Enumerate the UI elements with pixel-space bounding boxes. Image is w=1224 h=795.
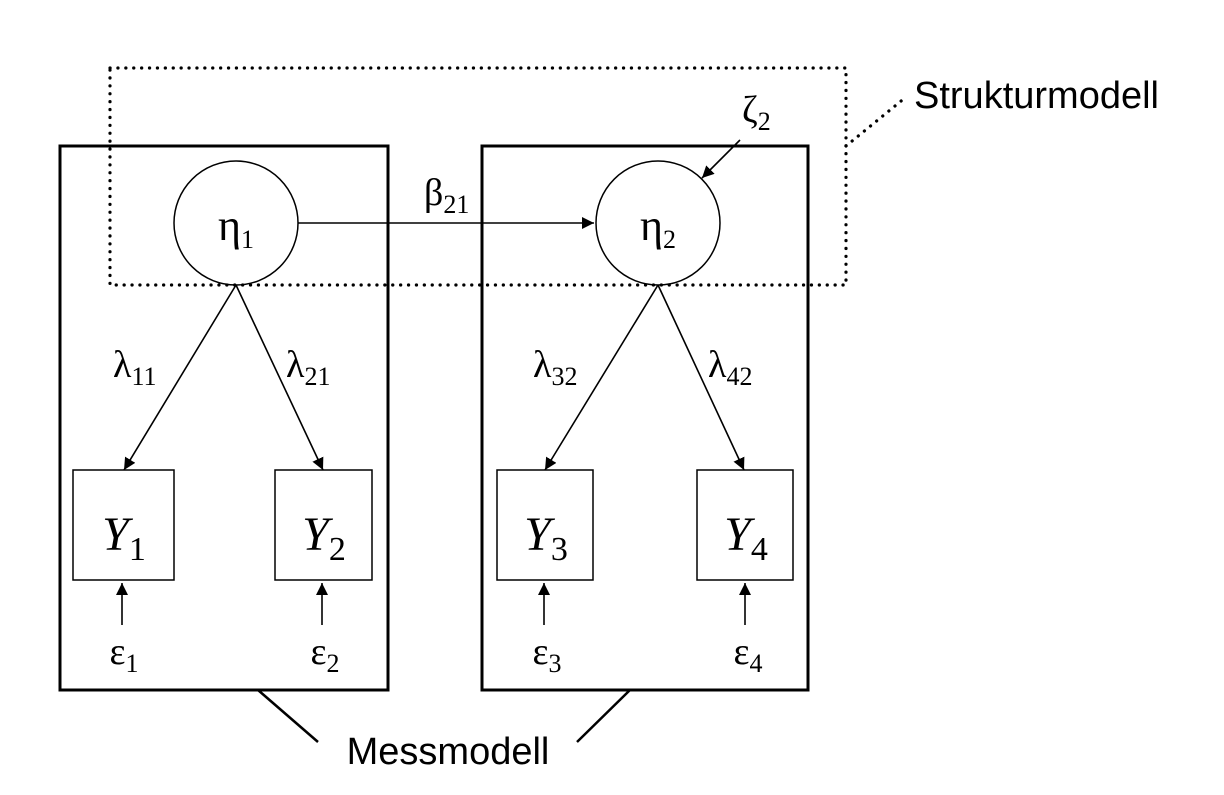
measurement-model-label: Messmodell	[347, 731, 550, 773]
measurement-box-left	[58, 144, 390, 692]
error-label-2: ε2	[311, 631, 340, 678]
disturbance-label: ζ2	[742, 89, 771, 136]
indicator-label-y4: Y4	[724, 508, 768, 568]
loading-arrow-32	[544, 284, 659, 471]
disturbance-arrow	[701, 139, 741, 179]
latent-eta1-label: η1	[218, 201, 254, 254]
indicator-box-y1	[72, 469, 175, 581]
path-beta21-label: β21	[424, 172, 469, 219]
structural-model-region	[108, 66, 848, 287]
loading-label-21: λ21	[286, 344, 330, 391]
structural-model-leader	[844, 95, 908, 148]
measurement-box-right	[480, 144, 810, 692]
indicator-box-y2	[274, 469, 373, 581]
indicator-box-y4	[696, 469, 794, 581]
latent-eta2-label: η2	[640, 201, 676, 254]
loading-arrow-42	[657, 284, 745, 471]
measurement-leader-right	[576, 689, 631, 743]
loading-label-32: λ32	[533, 344, 577, 391]
loading-arrow-21	[235, 284, 324, 471]
error-label-3: ε3	[533, 631, 562, 678]
error-label-1: ε1	[110, 631, 139, 678]
indicator-label-y1: Y1	[102, 508, 146, 568]
measurement-leader-left	[257, 689, 319, 743]
loading-arrow-11	[123, 284, 237, 471]
loading-label-42: λ42	[708, 344, 752, 391]
error-label-4: ε4	[734, 631, 763, 678]
indicator-label-y2: Y2	[302, 508, 346, 568]
loading-label-11: λ11	[113, 344, 156, 391]
structural-model-label: Strukturmodell	[914, 75, 1159, 117]
indicator-box-y3	[496, 469, 594, 581]
indicator-label-y3: Y3	[524, 508, 568, 568]
